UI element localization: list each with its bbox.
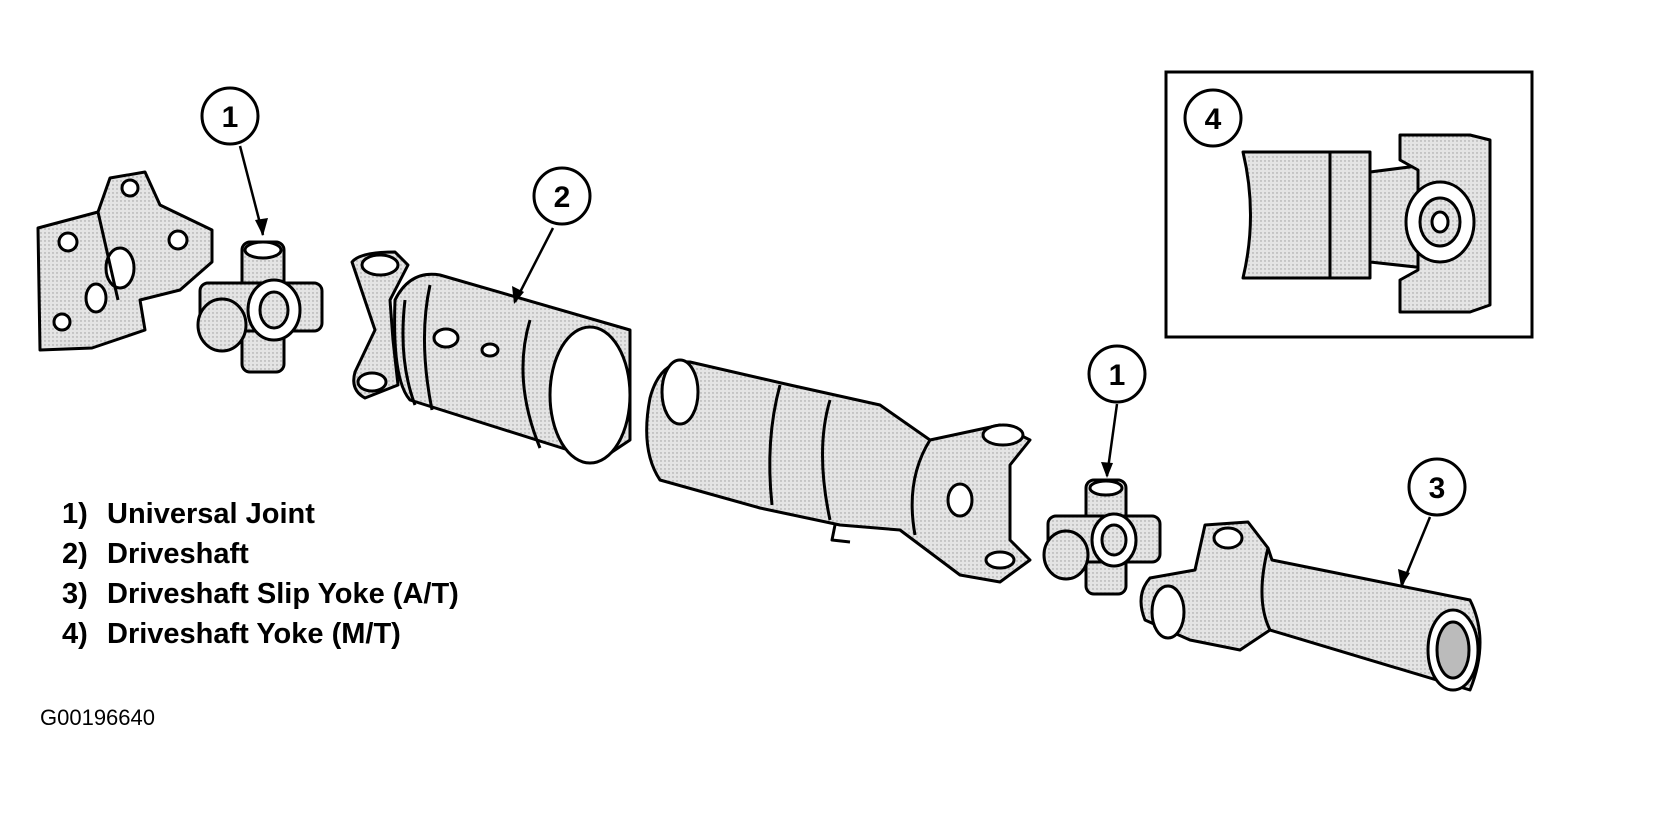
arrowhead-2	[512, 286, 524, 304]
legend-number: 1)	[62, 498, 88, 530]
svg-text:1: 1	[222, 101, 239, 134]
legend-label: Universal Joint	[107, 498, 315, 530]
driveshaft-slip-yoke	[1139, 520, 1482, 692]
callout-3: 3	[1407, 457, 1467, 517]
svg-text:4: 4	[1205, 103, 1222, 136]
legend-number: 4)	[62, 618, 88, 650]
legend-item-universal-joint: 1) Universal Joint	[62, 494, 459, 534]
driveshaft-yoke-mt	[1241, 133, 1492, 314]
legend-number: 3)	[62, 578, 88, 610]
svg-text:3: 3	[1429, 472, 1446, 505]
driveshaft-rear-section	[645, 358, 1032, 584]
driveshaft-front-section	[350, 250, 632, 465]
callout-1-left: 1	[200, 86, 260, 146]
arrowhead-1-left	[255, 218, 268, 236]
arrowhead-1-right	[1101, 462, 1113, 478]
flange-yoke	[36, 170, 214, 352]
universal-joint-left	[196, 240, 324, 374]
legend-label: Driveshaft Slip Yoke (A/T)	[107, 578, 459, 610]
svg-text:2: 2	[554, 181, 571, 214]
svg-text:1: 1	[1109, 359, 1126, 392]
figure-id: G00196640	[40, 705, 155, 730]
legend-number: 2)	[62, 538, 88, 570]
legend-item-slip-yoke: 3) Driveshaft Slip Yoke (A/T)	[62, 574, 459, 614]
legend: 1) Universal Joint 2) Driveshaft 3) Drivesh…	[62, 494, 459, 654]
leader-line-2	[513, 227, 555, 303]
callout-2: 2	[532, 166, 592, 226]
leader-arrowheads	[255, 218, 1410, 587]
legend-label: Driveshaft	[107, 538, 249, 570]
callout-4: 4	[1183, 88, 1243, 148]
legend-item-driveshaft-yoke: 4) Driveshaft Yoke (M/T)	[62, 614, 459, 654]
universal-joint-right	[1042, 478, 1162, 596]
legend-item-driveshaft: 2) Driveshaft	[62, 534, 459, 574]
arrowhead-3	[1398, 569, 1410, 587]
callout-1-right: 1	[1087, 344, 1147, 404]
legend-label: Driveshaft Yoke (M/T)	[107, 618, 401, 650]
